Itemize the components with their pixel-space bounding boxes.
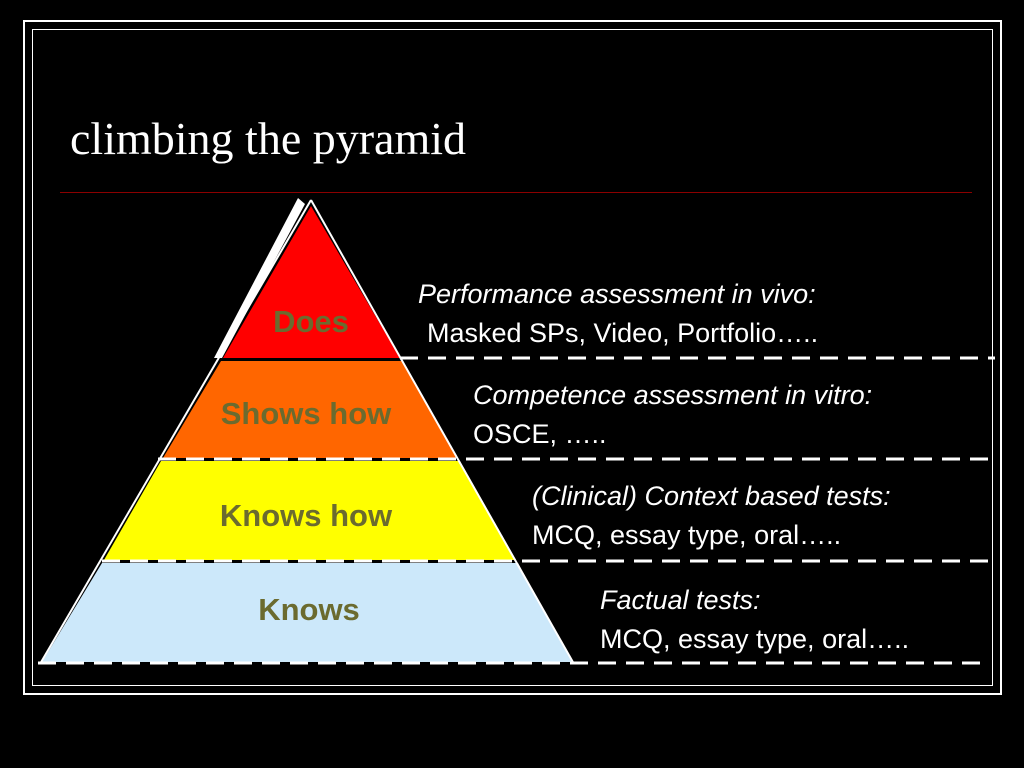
assessment-heading-does: Performance assessment in vivo: <box>418 279 816 309</box>
assessment-knows-how: (Clinical) Context based tests: MCQ, ess… <box>532 477 891 555</box>
assessment-detail-knows-how: MCQ, essay type, oral….. <box>532 520 842 550</box>
assessment-heading-knows-how: (Clinical) Context based tests: <box>532 481 891 511</box>
pyramid-left-edge <box>39 199 312 665</box>
slide-border-outer <box>23 20 1002 695</box>
assessment-knows: Factual tests: MCQ, essay type, oral….. <box>600 581 909 659</box>
assessment-detail-shows-how: OSCE, ….. <box>473 419 607 449</box>
assessment-does: Performance assessment in vivo: Masked S… <box>418 275 818 353</box>
tier-label-shows-how: Shows how <box>220 396 392 431</box>
assessment-heading-shows-how: Competence assessment in vitro: <box>473 380 873 410</box>
pyramid-apex-outline <box>214 198 305 358</box>
assessment-shows-how: Competence assessment in vitro: OSCE, ….… <box>473 376 872 454</box>
assessment-detail-knows: MCQ, essay type, oral….. <box>600 624 910 654</box>
slide-title: climbing the pyramid <box>70 113 467 164</box>
tier-label-knows-how: Knows how <box>219 498 393 533</box>
tier-knows <box>42 563 572 662</box>
assessment-heading-knows: Factual tests: <box>600 585 761 615</box>
tier-label-does: Does <box>273 304 349 339</box>
tier-knows-how <box>104 461 516 560</box>
title-underline <box>60 192 972 193</box>
assessment-detail-does: Masked SPs, Video, Portfolio….. <box>427 318 819 348</box>
tier-shows-how <box>163 361 458 458</box>
tier-label-knows: Knows <box>258 592 360 627</box>
tier-does <box>223 206 400 358</box>
pyramid-right-edge <box>310 199 575 665</box>
